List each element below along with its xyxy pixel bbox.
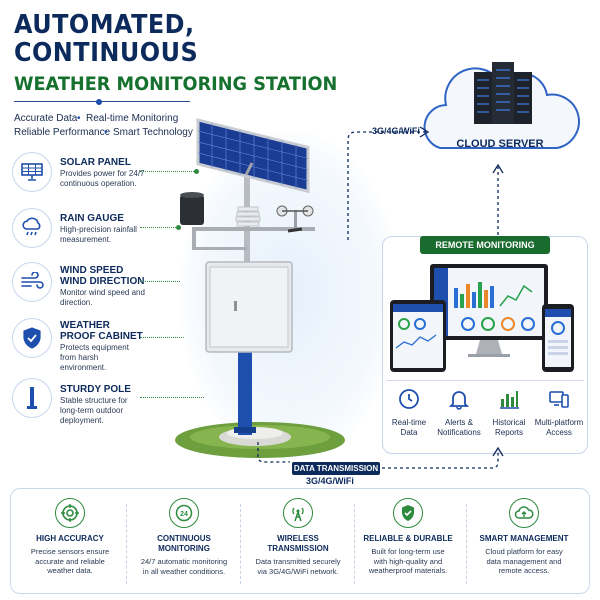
component-pole: STURDY POLE Stable structure for long-te… (12, 378, 187, 428)
transmission-lines (257, 442, 504, 469)
component-desc: Provides power for 24/7 continuous opera… (60, 169, 145, 188)
component-desc: High-precision rainfall measurement. (60, 225, 137, 244)
bar-chart-icon (500, 391, 519, 409)
data-transmission-label: DATA TRANSMISSION (292, 462, 380, 475)
title-divider (14, 99, 190, 105)
component-title: SOLAR PANEL (60, 157, 131, 168)
component-title: STURDY POLE (60, 384, 131, 395)
component-desc: Monitor wind speed and direction. (60, 288, 145, 307)
shield-icon (12, 318, 52, 358)
svg-text:24: 24 (180, 511, 188, 518)
clock-icon (399, 389, 419, 409)
cloud-server-icon (423, 62, 580, 149)
solar-panel-icon (12, 152, 52, 192)
component-desc: Stable structure for long-term outdoor d… (60, 396, 128, 425)
feature-accurate-data: Accurate Data (14, 113, 78, 124)
target-icon (55, 498, 85, 528)
component-title-b: WIND DIRECTION (60, 276, 145, 287)
component-desc: Protects equipment from harsh environmen… (60, 343, 129, 372)
antenna-icon (283, 498, 313, 528)
wind-icon (12, 262, 52, 302)
feature-smart-tech: Smart Technology (113, 127, 193, 138)
feature-real-time: Real-time Monitoring (86, 113, 179, 124)
cloud-server-label: CLOUD SERVER (456, 138, 544, 150)
data-transmission-sub: 3G/4G/WiFi (306, 476, 354, 486)
rain-cloud-icon (12, 208, 52, 248)
pole-icon (12, 378, 52, 418)
cloud-upload-icon (509, 498, 539, 528)
24h-icon: 24 (169, 498, 199, 528)
title-line-1: AUTOMATED, (14, 10, 195, 40)
component-title-a: WIND SPEED (60, 265, 124, 276)
remote-item-alerts: Alerts &Notifications (434, 388, 484, 438)
weather-station-illustration (175, 118, 345, 458)
title-line-3: WEATHER MONITORING STATION (14, 73, 338, 95)
component-title-a: WEATHER (60, 320, 110, 331)
remote-monitoring-header: REMOTE MONITORING (420, 236, 550, 254)
component-wind: WIND SPEED WIND DIRECTION Monitor wind s… (12, 262, 187, 312)
shield-check-icon (393, 498, 423, 528)
component-cabinet: WEATHER PROOF CABINET Protects equipment… (12, 318, 187, 372)
bell-icon (448, 391, 470, 410)
connection-lines (347, 126, 504, 240)
feature-reliable: Reliable Performance (14, 127, 111, 138)
component-title-b: PROOF CABINET (60, 331, 143, 342)
benefit-durable: RELIABLE & DURABLE Built for long-term u… (354, 498, 462, 576)
cloud-link-label: 3G/4G/WiFi (372, 126, 420, 136)
devices-icon (549, 391, 569, 408)
benefit-smart: SMART MANAGEMENT Cloud platform for easy… (470, 498, 578, 576)
title-line-2: CONTINUOUS (14, 38, 199, 68)
component-title: RAIN GAUGE (60, 213, 124, 224)
component-rain-gauge: RAIN GAUGE High-precision rainfall measu… (12, 208, 187, 258)
devices-illustration (390, 264, 574, 372)
component-solar-panel: SOLAR PANEL Provides power for 24/7 cont… (12, 152, 187, 202)
